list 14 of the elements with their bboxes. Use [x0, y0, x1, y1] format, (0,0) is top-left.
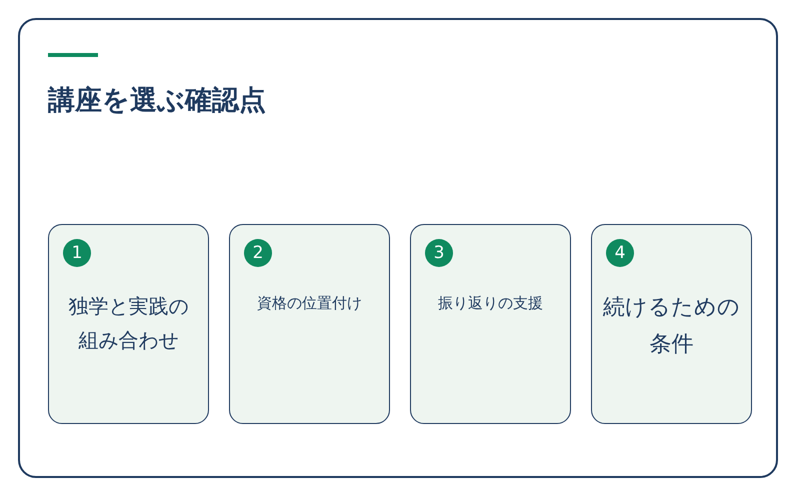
step-card	[591, 224, 752, 424]
number-badge: 4	[606, 239, 634, 267]
number-badge: 3	[425, 239, 453, 267]
card-text: 独学と実践の組み合わせ	[68, 293, 190, 354]
step-card	[229, 224, 390, 424]
card-text: 続けるための条件	[602, 294, 741, 360]
card-text: 振り返りの支援	[437, 293, 544, 314]
panel-title: 講座を選ぶ確認点	[48, 84, 266, 118]
number-badge: 1	[63, 239, 91, 267]
step-card	[48, 224, 209, 424]
number-badge: 2	[244, 239, 272, 267]
outer-panel	[18, 18, 778, 478]
card-text: 資格の位置付け	[256, 293, 363, 314]
step-card	[410, 224, 571, 424]
